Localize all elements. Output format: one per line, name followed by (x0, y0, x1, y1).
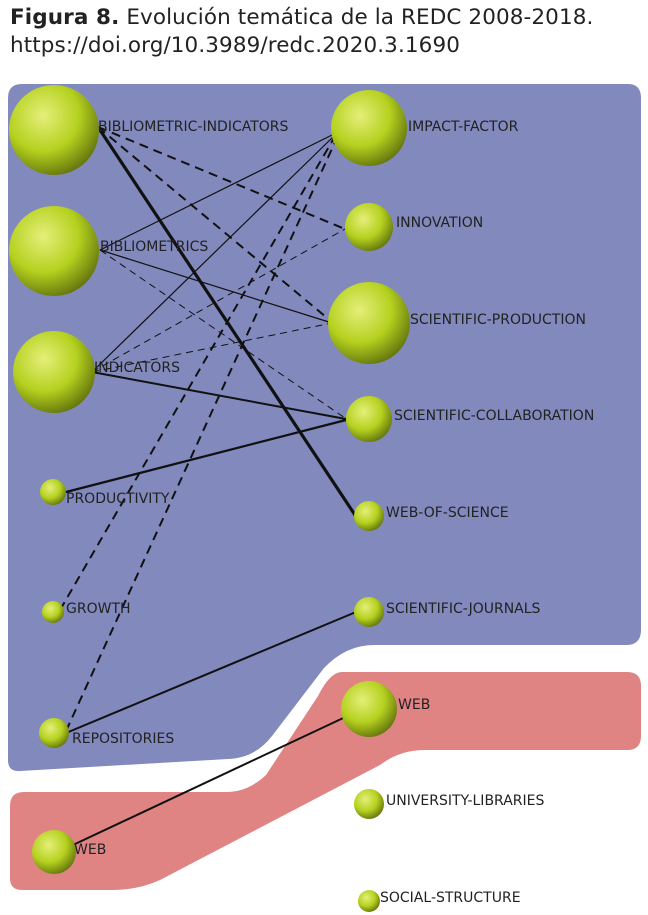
label-repositories: REPOSITORIES (72, 731, 174, 747)
label-web-right: WEB (398, 697, 430, 713)
label-scientific-journals: SCIENTIFIC-JOURNALS (386, 601, 541, 617)
node-productivity (40, 479, 66, 505)
label-scientific-collaboration: SCIENTIFIC-COLLABORATION (394, 408, 594, 424)
node-indicators (13, 331, 95, 413)
label-innovation: INNOVATION (396, 215, 483, 231)
label-university-libraries: UNIVERSITY-LIBRARIES (386, 793, 544, 809)
node-growth (42, 601, 64, 623)
node-web-left (32, 830, 76, 874)
label-impact-factor: IMPACT-FACTOR (408, 119, 519, 135)
label-bibliometric-indicators: BIBLIOMETRIC-INDICATORS (98, 119, 289, 135)
node-innovation (345, 203, 393, 251)
cluster-area-red (10, 672, 641, 890)
label-bibliometrics: BIBLIOMETRICS (100, 239, 208, 255)
caption-line-1: Figura 8. Evolución temática de la REDC … (10, 4, 644, 32)
node-impact-factor (331, 90, 407, 166)
cluster-area-blue (8, 84, 641, 772)
label-web-left: WEB (74, 842, 106, 858)
label-web-of-science: WEB-OF-SCIENCE (386, 505, 509, 521)
edge-bibliometrics-scientific-collaboration (99, 249, 346, 419)
label-indicators: INDICATORS (94, 360, 180, 376)
label-growth: GROWTH (66, 601, 131, 617)
node-university-libraries (354, 789, 384, 819)
edge-repositories-impact-factor (65, 139, 337, 732)
figure-number: Figura 8. (10, 5, 120, 30)
edge-repositories-scientific-journals (65, 611, 357, 734)
node-group (9, 85, 410, 912)
node-web-of-science (354, 501, 384, 531)
edge-bibliometrics-impact-factor (99, 133, 335, 251)
node-bibliometric-indicators (9, 85, 99, 175)
edge-web-web (57, 711, 357, 853)
node-scientific-collaboration (346, 396, 392, 442)
node-bibliometrics (9, 206, 99, 296)
label-productivity: PRODUCTIVITY (66, 491, 170, 507)
edge-bibliometrics-scientific-production (99, 249, 333, 324)
edge-indicators-impact-factor (91, 135, 335, 373)
figure-title: Evolución temática de la REDC 2008-2018. (126, 5, 594, 30)
node-repositories (39, 718, 69, 748)
edge-productivity-scientific-collaboration (65, 418, 347, 494)
figure-caption: Figura 8. Evolución temática de la REDC … (10, 4, 644, 60)
label-group: BIBLIOMETRIC-INDICATORS BIBLIOMETRICS IN… (66, 119, 594, 906)
label-scientific-production: SCIENTIFIC-PRODUCTION (410, 312, 586, 328)
edge-growth-impact-factor (59, 137, 335, 611)
figure-doi: https://doi.org/10.3989/redc.2020.3.1690 (10, 33, 461, 58)
edge-bibliometric-indicators-scientific-production (97, 126, 333, 323)
edge-indicators-innovation (91, 228, 346, 373)
edge-group (57, 126, 359, 853)
node-scientific-journals (354, 597, 384, 627)
node-social-structure (358, 890, 380, 912)
node-web-right (341, 681, 397, 737)
node-scientific-production (328, 282, 410, 364)
label-social-structure: SOCIAL-STRUCTURE (380, 890, 521, 906)
